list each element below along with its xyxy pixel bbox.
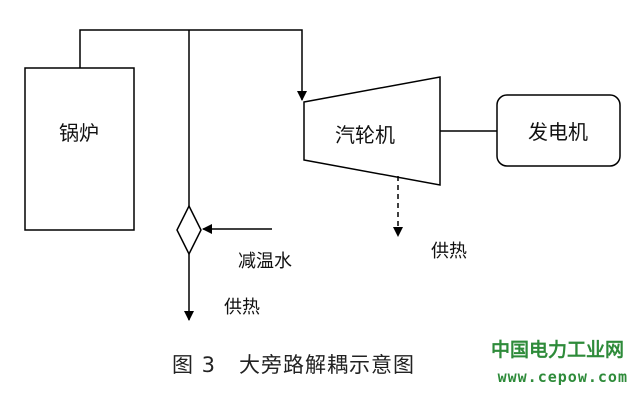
generator-box	[496, 94, 621, 167]
desuperheater-valve	[176, 204, 202, 256]
desuperheating-water-label: 减温水	[238, 251, 292, 272]
turbine-shape	[303, 76, 441, 186]
watermark-name: 中国电力工业网	[491, 338, 624, 361]
watermark-url: www.cepow.com	[498, 368, 628, 386]
turbine-label: 汽轮机	[335, 123, 395, 147]
figure-caption: 图 3 大旁路解耦示意图	[172, 353, 415, 377]
generator-label: 发电机	[528, 120, 588, 144]
boiler-label: 锅炉	[59, 121, 99, 145]
bypass-heat-label: 供热	[224, 297, 260, 318]
boiler-box	[24, 67, 135, 231]
main-steam-line	[79, 29, 307, 101]
extraction-heat-label: 供热	[431, 241, 467, 262]
